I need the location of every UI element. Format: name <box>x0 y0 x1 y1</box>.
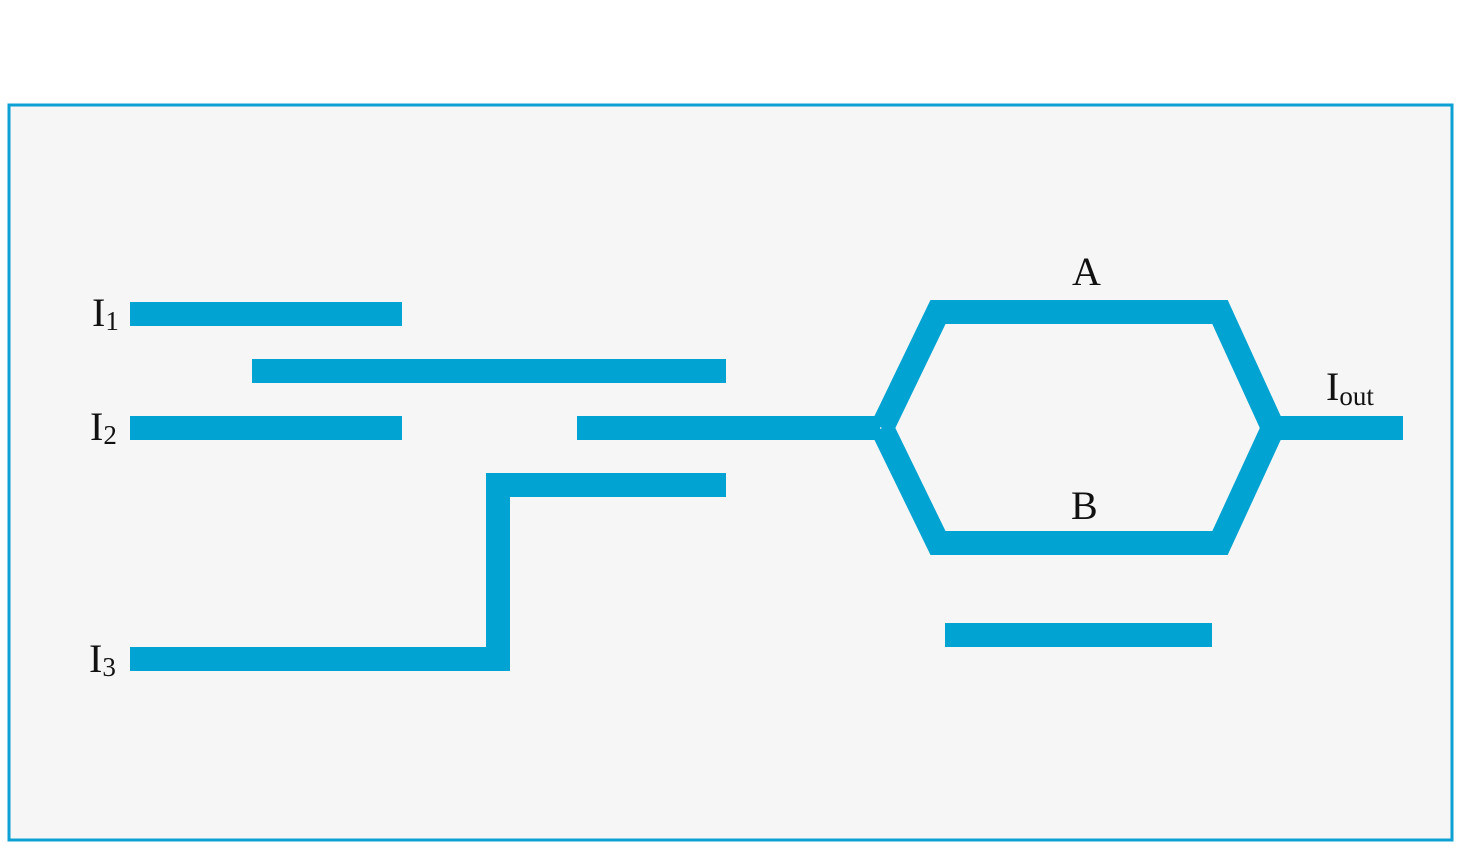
label-output-sub: out <box>1339 381 1374 411</box>
label-input-2-main: I <box>90 404 103 449</box>
label-input-2-sub: 2 <box>103 420 117 450</box>
label-output-main: I <box>1326 364 1339 409</box>
label-arm-a: A <box>1072 249 1101 294</box>
diagram-frame <box>7 103 1454 842</box>
label-input-1-main: I <box>92 290 105 335</box>
label-input-3-main: I <box>89 636 102 681</box>
label-output: Iout <box>1326 364 1374 411</box>
interferometer-arm-a <box>871 300 1284 434</box>
label-arm-b: B <box>1071 483 1098 528</box>
label-input-1: I1 <box>92 290 119 336</box>
label-input-2: I2 <box>90 404 117 450</box>
waveguides <box>130 300 1403 671</box>
label-input-3-sub: 3 <box>102 652 116 682</box>
label-input-3: I3 <box>89 636 116 682</box>
interferometer-arm-b <box>871 422 1284 555</box>
waveguide-input-3 <box>130 473 726 671</box>
label-input-1-sub: 1 <box>105 306 119 336</box>
